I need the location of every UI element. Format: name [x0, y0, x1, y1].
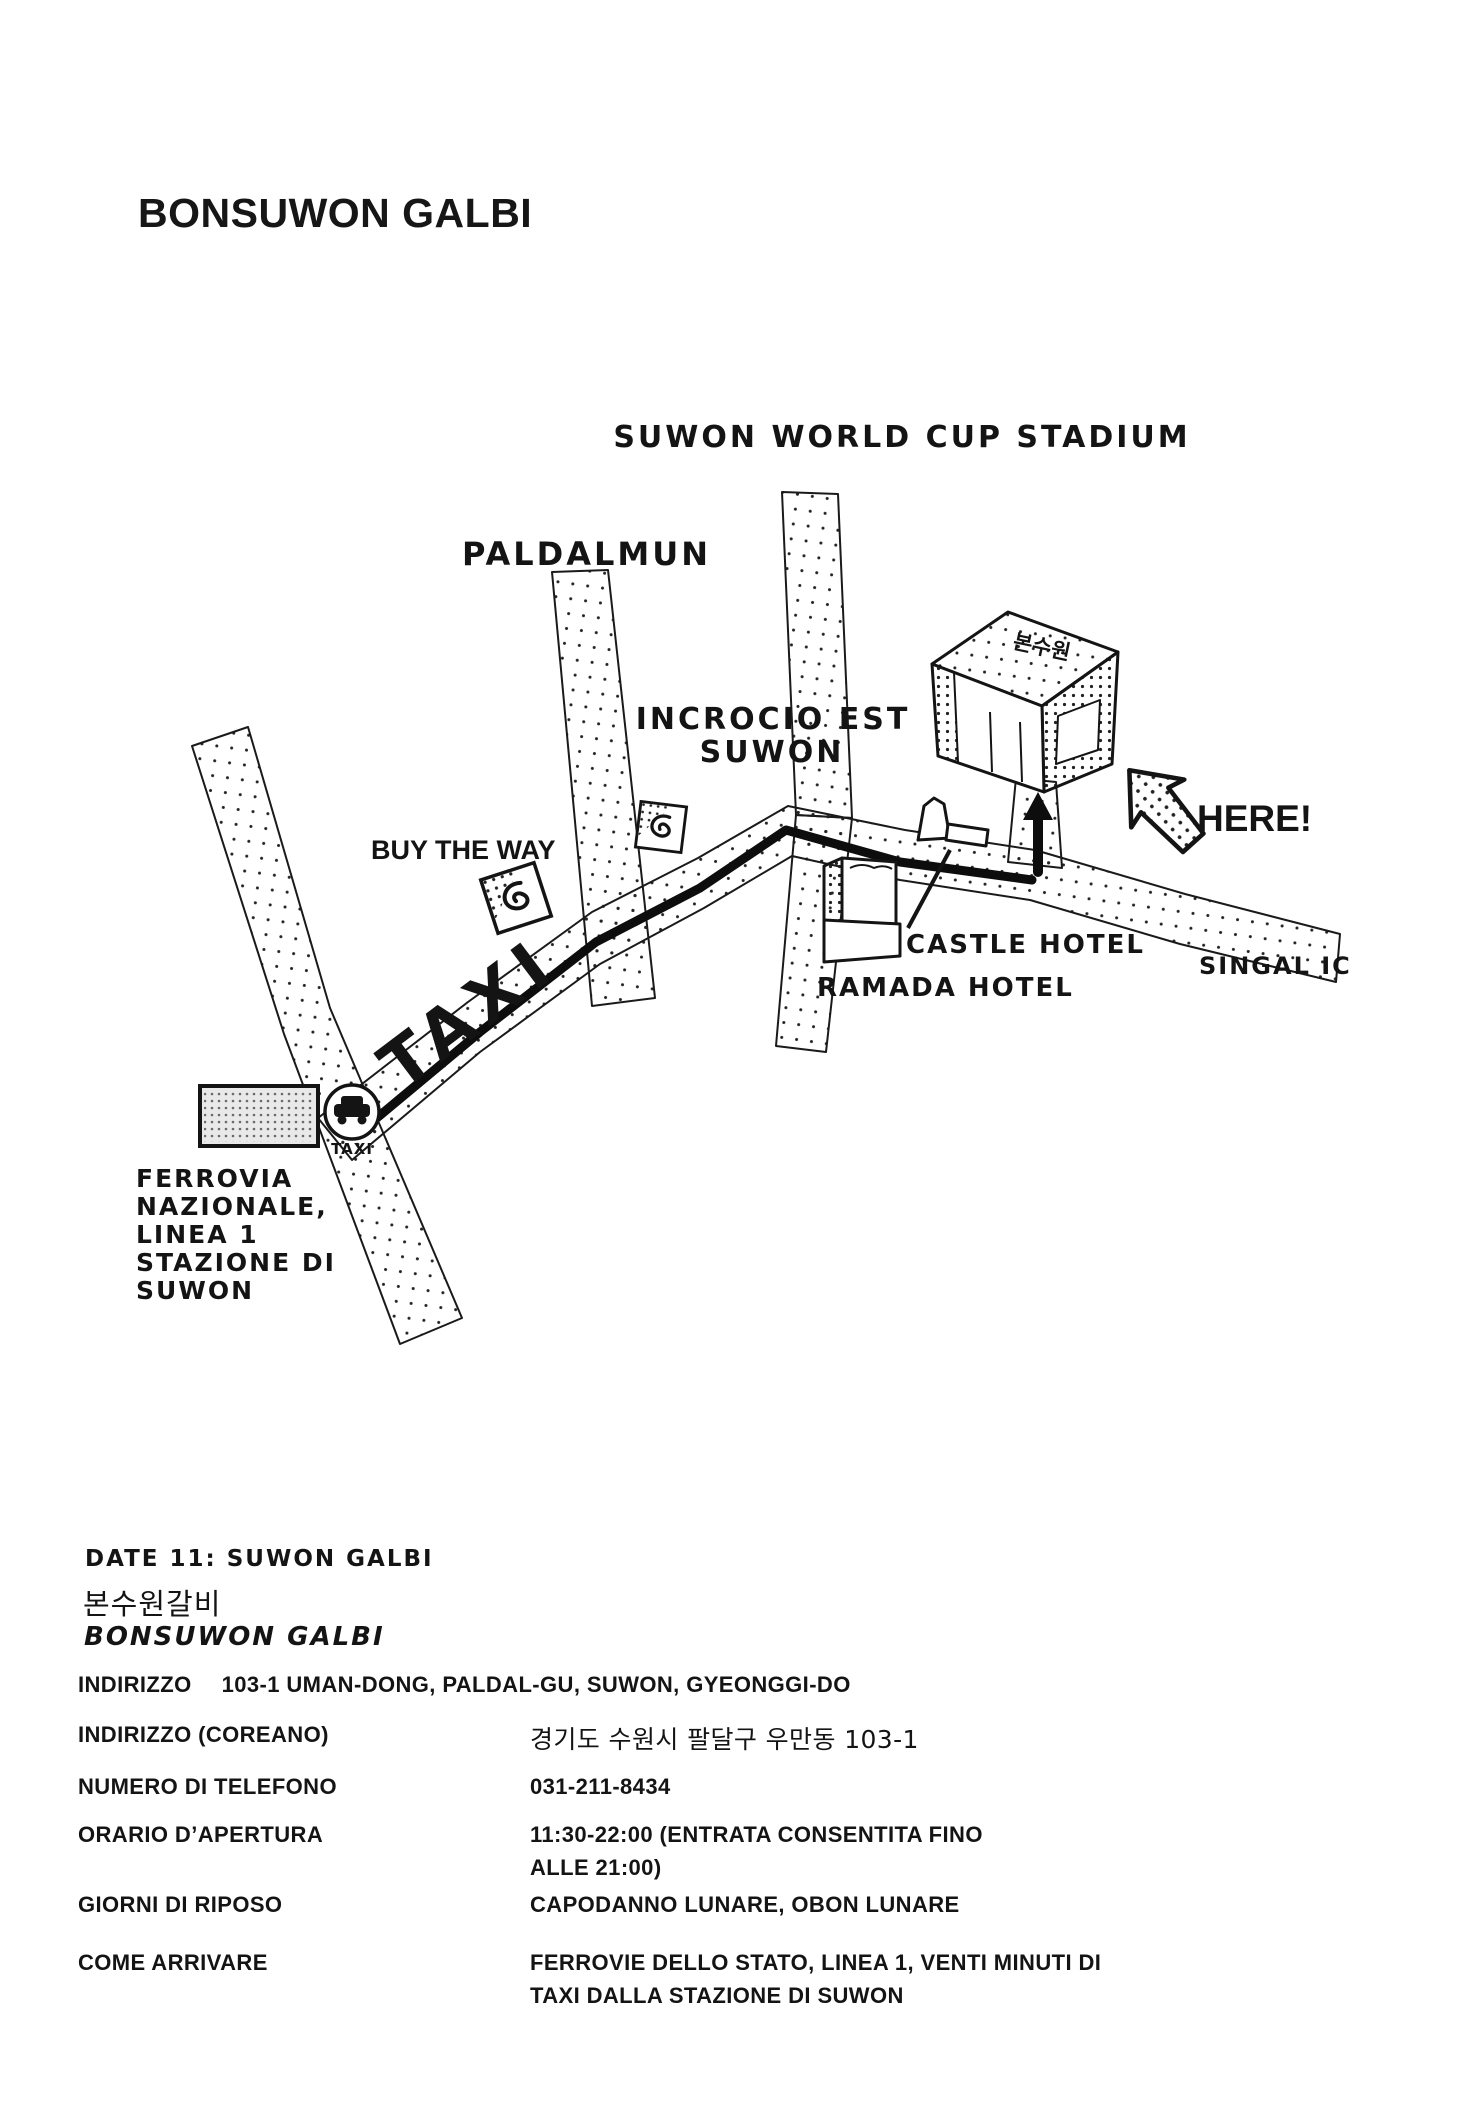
- castle-hotel-pointer: [906, 849, 952, 929]
- row-label: INDIRIZZO: [78, 1672, 192, 1697]
- row-value: 103-1 UMAN-DONG, PALDAL-GU, SUWON, GYEON…: [221, 1672, 851, 1697]
- taxi-stand-icon: [323, 1083, 381, 1141]
- restaurant-name-romanized: BONSUWON GALBI: [84, 1622, 385, 1652]
- taxi-road-label: TAXI: [365, 924, 570, 1105]
- row-value: 031-211-8434: [530, 1774, 671, 1799]
- road-west-diagonal: [191, 726, 463, 1345]
- row-value: TAXI DALLA STAZIONE DI SUWON: [530, 1983, 904, 2008]
- label-buy-the-way: BUY THE WAY: [371, 835, 556, 865]
- row-value: 경기도 수원시 팔달구 우만동 103-1: [530, 1725, 919, 1754]
- label-ramada-hotel: RAMADA HOTEL: [817, 973, 1074, 1003]
- row-label: NUMERO DI TELEFONO: [78, 1774, 337, 1799]
- row-value: CAPODANNO LUNARE, OBON LUNARE: [530, 1892, 960, 1917]
- label-stadium: SUWON WORLD CUP STADIUM: [613, 420, 1190, 455]
- restaurant-building: [930, 610, 1120, 794]
- entry-heading: DATE 11: SUWON GALBI: [85, 1546, 434, 1572]
- station-building: [198, 1084, 320, 1148]
- route-map: TAXI TAXI: [136, 420, 1352, 1345]
- row-label: GIORNI DI RIPOSO: [78, 1892, 283, 1917]
- row-label: COME ARRIVARE: [78, 1950, 268, 1975]
- row-label: INDIRIZZO (COREANO): [78, 1722, 329, 1747]
- roads: [191, 491, 1341, 1345]
- row-value: 11:30-22:00 (ENTRATA CONSENTITA FINO: [530, 1822, 983, 1847]
- castle-hotel-marker: [916, 796, 990, 848]
- svg-text:LINEA 1: LINEA 1: [136, 1220, 259, 1249]
- store-icon-intersection: [633, 799, 689, 855]
- route-line: [367, 792, 1053, 1127]
- label-singal-ic: SINGAL IC: [1199, 952, 1352, 980]
- route-arrow-icon: [1023, 792, 1053, 820]
- svg-text:FERROVIA: FERROVIA: [136, 1164, 293, 1193]
- label-here: HERE!: [1197, 798, 1312, 839]
- label-paldalmun: PALDALMUN: [462, 535, 711, 573]
- store-icon-buytheway: [478, 860, 554, 936]
- label-incrocio-line2: SUWON: [700, 735, 845, 770]
- row-value: ALLE 21:00): [530, 1855, 662, 1880]
- label-castle-hotel: CASTLE HOTEL: [906, 930, 1145, 960]
- page-title: BONSUWON GALBI: [138, 190, 533, 236]
- label-incrocio-line1: INCROCIO EST: [636, 702, 911, 737]
- restaurant-name-korean: 본수원갈비: [83, 1587, 222, 1621]
- info-row-indirizzo: INDIRIZZO 103-1 UMAN-DONG, PALDAL-GU, SU…: [78, 1672, 851, 1698]
- svg-text:STAZIONE DI: STAZIONE DI: [136, 1248, 336, 1277]
- road-main: [317, 805, 1341, 1161]
- label-station: FERROVIA NAZIONALE, LINEA 1 STAZIONE DI …: [136, 1164, 336, 1305]
- svg-text:SUWON: SUWON: [136, 1276, 254, 1305]
- here-arrow-icon: [1127, 767, 1206, 855]
- ramada-hotel-building: [822, 856, 902, 964]
- svg-text:NAZIONALE,: NAZIONALE,: [136, 1192, 328, 1221]
- row-label: ORARIO D’APERTURA: [78, 1822, 324, 1847]
- taxi-stand-label: TAXI: [331, 1140, 373, 1158]
- row-value: FERROVIE DELLO STATO, LINEA 1, VENTI MIN…: [530, 1950, 1102, 1975]
